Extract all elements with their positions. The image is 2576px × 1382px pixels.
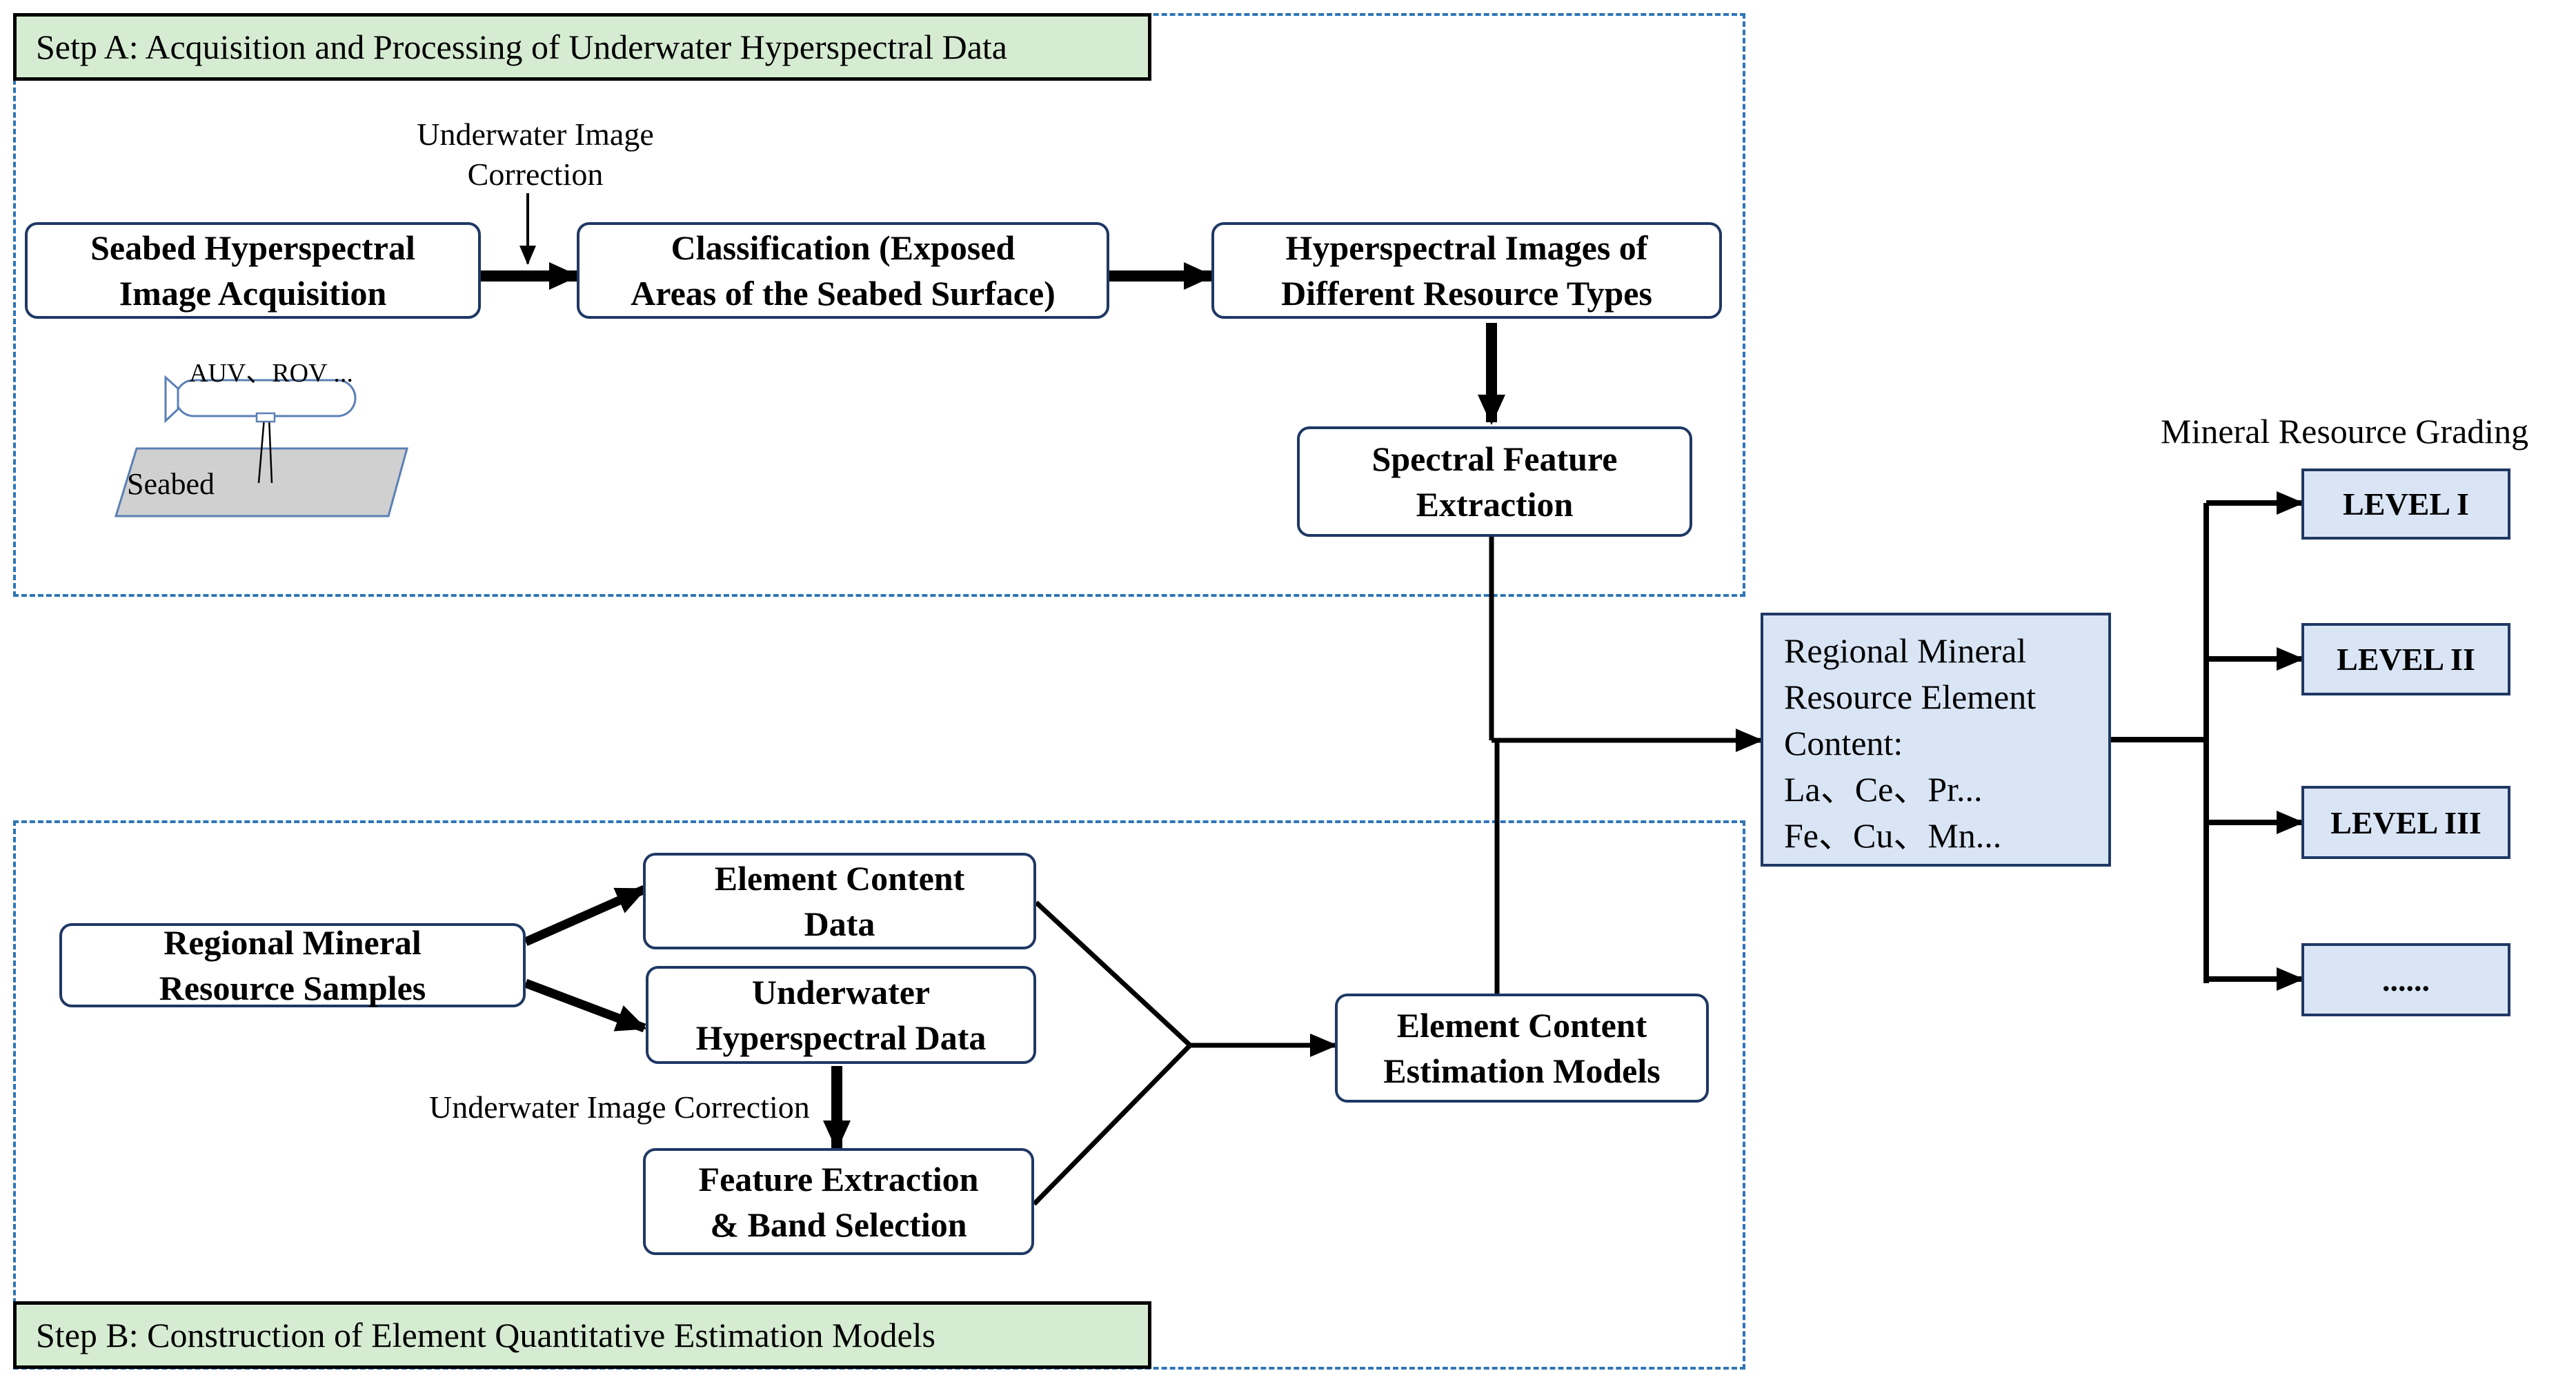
element-content-data-node: Element Content Data: [643, 853, 1036, 949]
correction-label-bottom: Underwater Image Correction: [429, 1089, 810, 1125]
seabed-acquisition-node: Seabed Hyperspectral Image Acquisition: [25, 222, 481, 319]
estimation-models-node: Element Content Estimation Models: [1335, 994, 1709, 1103]
level-1-box: LEVEL I: [2301, 468, 2510, 540]
level-3-box: LEVEL III: [2301, 786, 2510, 859]
seabed-label: Seabed: [127, 467, 215, 501]
correction-label-top: Underwater Image Correction: [417, 117, 654, 192]
step-b-title: Step B: Construction of Element Quantita…: [13, 1301, 1151, 1369]
element-content-box: Regional Mineral Resource Element Conten…: [1761, 613, 2111, 867]
connector-element-data-merge: [1034, 900, 1192, 1047]
arrow-samples-to-element-data: [524, 885, 647, 946]
feature-extraction-node: Feature Extraction & Band Selection: [643, 1148, 1034, 1255]
spectral-feature-node: Spectral Feature Extraction: [1297, 426, 1692, 537]
classification-node: Classification (Exposed Areas of the Sea…: [577, 222, 1109, 319]
auv-illustration: [114, 375, 408, 517]
hyperspectral-images-node: Hyperspectral Images of Different Resour…: [1211, 222, 1722, 319]
vehicle-label: AUV、ROV ...: [189, 359, 353, 388]
regional-samples-node: Regional Mineral Resource Samples: [59, 923, 526, 1007]
seabed-plane: [114, 447, 408, 517]
grading-title: Mineral Resource Grading: [2161, 412, 2529, 451]
level-2-box: LEVEL II: [2301, 623, 2510, 695]
auv-sensor: [255, 412, 276, 423]
level-more-box: ......: [2301, 943, 2510, 1016]
connector-feature-merge: [1032, 1043, 1192, 1206]
auv-tail: [164, 375, 179, 424]
underwater-hyperspectral-data-node: Underwater Hyperspectral Data: [646, 966, 1036, 1064]
step-a-title: Setp A: Acquisition and Processing of Un…: [13, 13, 1151, 81]
arrow-samples-to-hyperspectral: [524, 978, 647, 1033]
